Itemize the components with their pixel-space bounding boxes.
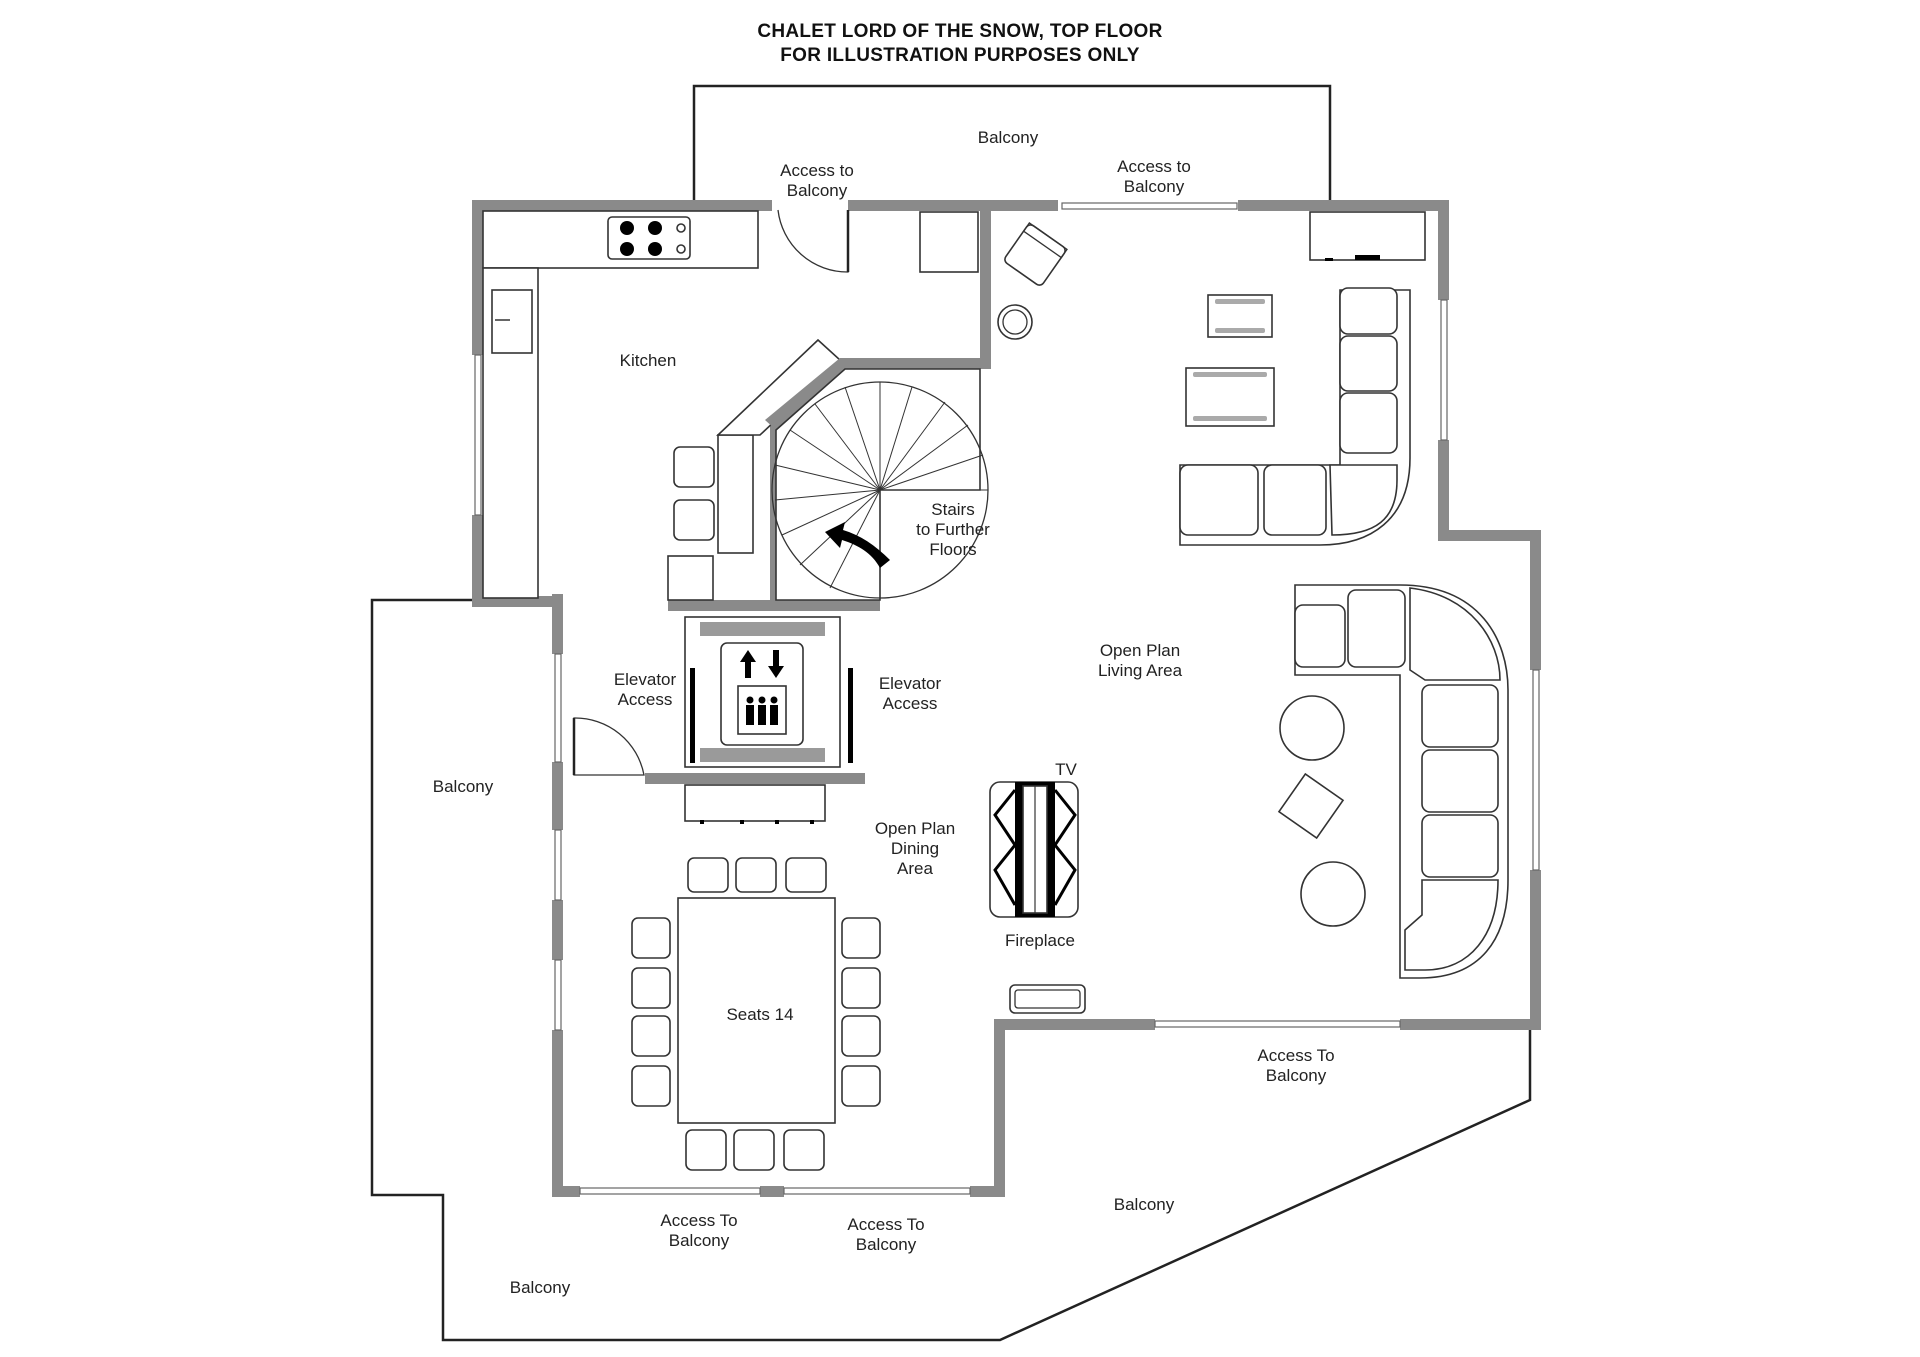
windows: [474, 202, 1540, 1195]
label-elevator-left-2: Access: [618, 690, 673, 709]
label-access-bottom-left: Access To: [660, 1211, 737, 1230]
balcony-left-outline: [370, 598, 1532, 1342]
label-dining-area-3: Area: [897, 859, 933, 878]
label-tv: TV: [1055, 760, 1077, 779]
label-fireplace: Fireplace: [1005, 931, 1075, 950]
label-dining-area-2: Dining: [891, 839, 939, 858]
label-seats: Seats 14: [726, 1005, 793, 1024]
spiral-stairs: [667, 358, 989, 601]
elevator: [684, 616, 853, 768]
label-access-right: Access To: [1257, 1046, 1334, 1065]
doors: [572, 209, 850, 776]
title-line-2: FOR ILLUSTRATION PURPOSES ONLY: [780, 45, 1140, 66]
label-balcony-bottom-right: Balcony: [1114, 1195, 1175, 1214]
label-living-area: Open Plan: [1100, 641, 1180, 660]
label-access-bottom-mid: Access To: [847, 1215, 924, 1234]
label-access-bottom-mid-2: Balcony: [856, 1235, 917, 1254]
label-living-area-2: Living Area: [1098, 661, 1183, 680]
label-stairs-3: Floors: [929, 540, 976, 559]
title-line-1: CHALET LORD OF THE SNOW, TOP FLOOR: [757, 21, 1163, 42]
label-stairs: Stairs: [931, 500, 974, 519]
plan-title: CHALET LORD OF THE SNOW, TOP FLOOR FOR I…: [0, 20, 1920, 68]
label-access-balcony-top-left: Access to: [780, 161, 854, 180]
label-balcony-left: Balcony: [433, 777, 494, 796]
fireplace: [989, 781, 1086, 1014]
label-kitchen: Kitchen: [620, 351, 677, 370]
balcony-top-outline: [692, 84, 1332, 200]
dining-chairs: [631, 857, 881, 1171]
label-stairs-2: to Further: [916, 520, 990, 539]
label-access-balcony-top-right-2: Balcony: [1124, 177, 1185, 196]
living-furniture: [997, 211, 1509, 979]
label-access-right-2: Balcony: [1266, 1066, 1327, 1085]
label-access-balcony-top-right: Access to: [1117, 157, 1191, 176]
label-balcony-top: Balcony: [978, 128, 1039, 147]
label-balcony-bottom-left: Balcony: [510, 1278, 571, 1297]
label-elevator-left: Elevator: [614, 670, 677, 689]
labels: Balcony Access to Balcony Access to Balc…: [433, 128, 1335, 1297]
label-access-balcony-top-left-2: Balcony: [787, 181, 848, 200]
label-dining-area: Open Plan: [875, 819, 955, 838]
label-elevator-right: Elevator: [879, 674, 942, 693]
kitchen-fixtures: [482, 210, 979, 599]
label-elevator-right-2: Access: [883, 694, 938, 713]
label-access-bottom-left-2: Balcony: [669, 1231, 730, 1250]
dining-furniture: [631, 784, 881, 1171]
